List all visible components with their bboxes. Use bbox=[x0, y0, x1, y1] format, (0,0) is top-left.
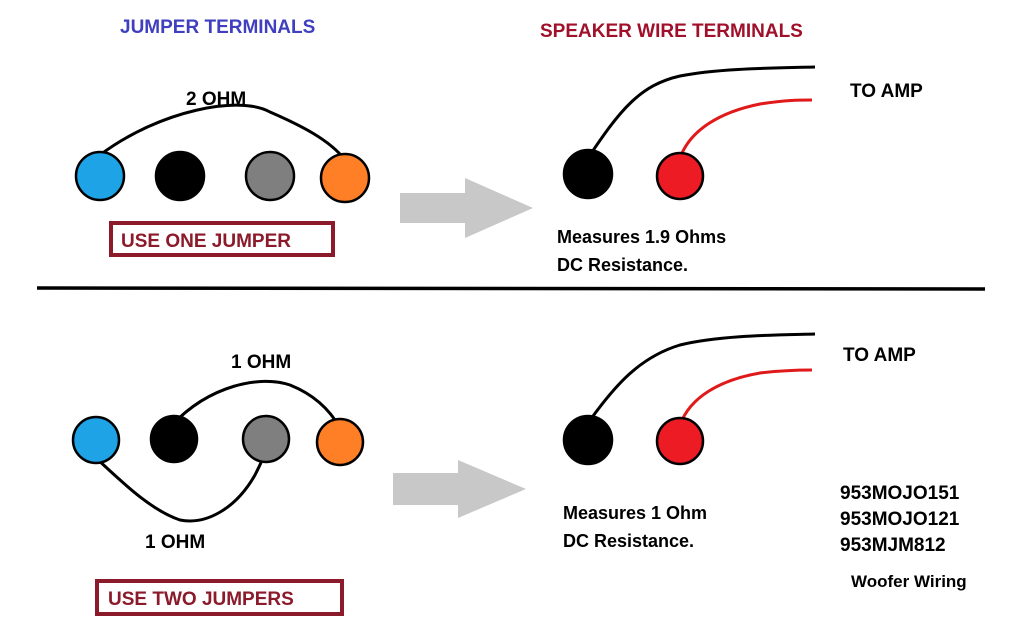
measure-line-2: DC Resistance. bbox=[557, 255, 688, 275]
terminal-blue bbox=[71, 415, 121, 465]
terminal-black bbox=[154, 150, 206, 202]
speaker-terminal-red bbox=[655, 151, 705, 201]
jumper-label-2-ohm: 2 OHM bbox=[186, 89, 246, 110]
arrow-right-icon bbox=[393, 460, 526, 518]
measure-line-1: Measures 1 Ohm bbox=[563, 503, 707, 523]
model-number: 953MOJO151 bbox=[840, 483, 960, 504]
terminal-orange bbox=[319, 152, 371, 204]
model-number: 953MOJO121 bbox=[840, 509, 960, 530]
speaker-terminal-red bbox=[655, 416, 705, 466]
model-number: 953MJM812 bbox=[840, 535, 946, 556]
measure-line-2: DC Resistance. bbox=[563, 531, 694, 551]
jumper-label-1-ohm-bottom: 1 OHM bbox=[145, 532, 205, 553]
black-wire bbox=[586, 65, 816, 159]
use-two-jumpers-text: USE TWO JUMPERS bbox=[108, 589, 294, 610]
use-one-jumper-badge bbox=[109, 221, 335, 257]
terminal-black bbox=[149, 414, 199, 464]
jumper-wire-blue-gray bbox=[94, 447, 268, 523]
section-divider bbox=[36, 286, 986, 291]
use-one-jumper-text: USE ONE JUMPER bbox=[121, 231, 291, 252]
terminal-gray bbox=[244, 150, 296, 202]
speaker-terminal-black bbox=[562, 148, 614, 200]
bottom-section: 1 OHM 1 OHM USE TWO JUMPERS TO AMP Measu… bbox=[71, 332, 967, 616]
red-wire bbox=[678, 368, 813, 426]
measure-line-1: Measures 1.9 Ohms bbox=[557, 227, 726, 247]
to-amp-label: TO AMP bbox=[843, 345, 916, 366]
to-amp-label: TO AMP bbox=[850, 81, 923, 102]
arrow-right-icon bbox=[400, 178, 533, 238]
use-two-jumpers-badge bbox=[95, 579, 344, 616]
jumper-wire-black-orange bbox=[170, 379, 342, 429]
terminal-blue bbox=[74, 150, 126, 202]
terminal-gray bbox=[241, 414, 291, 464]
speaker-wire-terminals-header: SPEAKER WIRE TERMINALS bbox=[540, 21, 803, 42]
woofer-wiring-caption: Woofer Wiring bbox=[851, 572, 967, 591]
jumper-wire-blue-orange bbox=[99, 103, 347, 161]
red-wire bbox=[678, 98, 813, 159]
terminal-orange bbox=[315, 417, 365, 467]
speaker-terminal-black bbox=[562, 414, 614, 466]
black-wire bbox=[586, 332, 816, 424]
top-section: 2 OHM USE ONE JUMPER TO AMP Measures 1.9… bbox=[74, 65, 923, 275]
jumper-label-1-ohm-top: 1 OHM bbox=[231, 352, 291, 373]
jumper-terminals-header: JUMPER TERMINALS bbox=[120, 17, 315, 38]
